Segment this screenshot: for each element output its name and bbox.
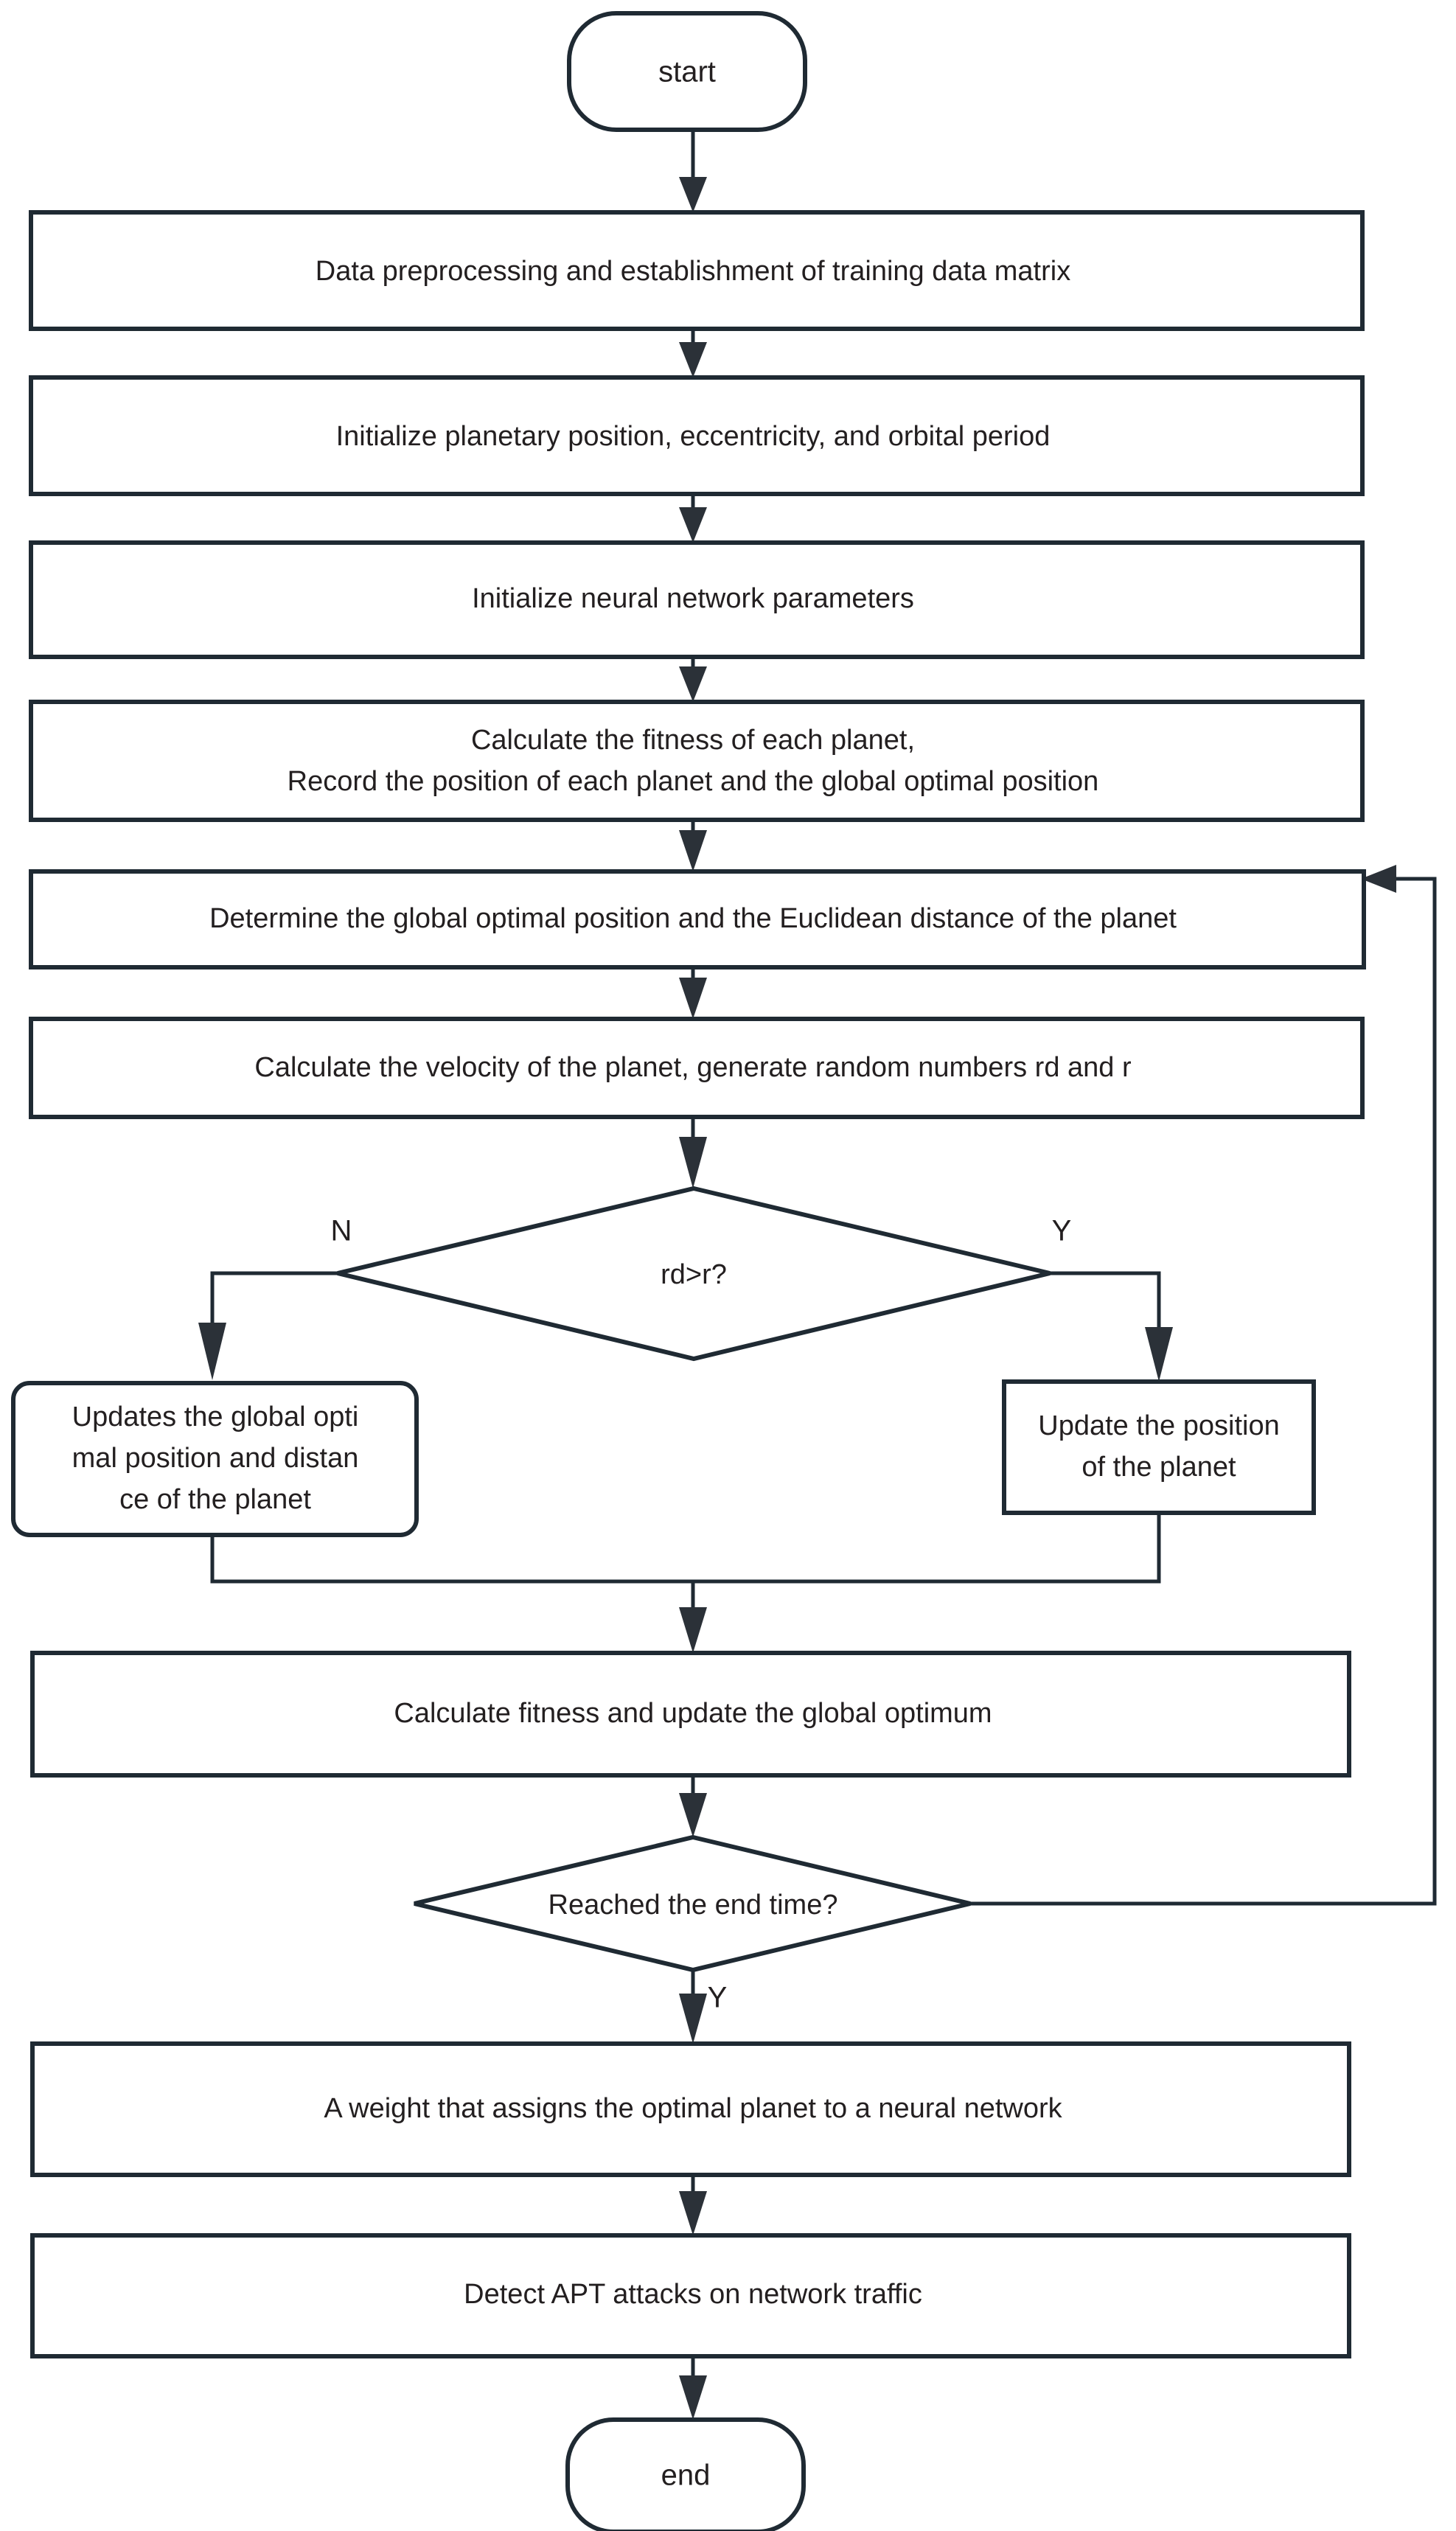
connector-calc-to-decision-end-time (679, 1775, 707, 1837)
node-decision-end-time[interactable]: Reached the end time? (414, 1834, 971, 1973)
connector-determine-to-velocity (679, 967, 707, 1019)
node-updates-global-line3: ce of the planet (119, 1484, 311, 1515)
node-start[interactable]: start (567, 11, 807, 132)
node-init-planetary[interactable]: Initialize planetary position, eccentric… (29, 375, 1365, 496)
connector-decision-rd-yes (1050, 1271, 1173, 1382)
connector-detect-to-end (679, 2356, 707, 2420)
node-detect-apt[interactable]: Detect APT attacks on network traffic (30, 2233, 1351, 2358)
connector-velocity-to-decision-rd (679, 1117, 707, 1188)
node-init-neural-network-label: Initialize neural network parameters (472, 583, 914, 614)
node-end[interactable]: end (565, 2417, 806, 2531)
node-assign-weight-label: A weight that assigns the optimal planet… (324, 2093, 1062, 2124)
connector-decision-end-time-yes (679, 1970, 707, 2044)
connector-start-to-preprocess (679, 130, 707, 212)
connector-preprocess-to-init-planet (679, 329, 707, 377)
edge-label-yes: Y (1052, 1215, 1072, 1247)
node-init-planetary-label: Initialize planetary position, eccentric… (336, 421, 1051, 452)
node-update-position-line1: Update the position (1038, 1410, 1279, 1441)
connector-branches-merge (210, 1513, 1161, 1653)
connector-feedback-loop (970, 865, 1437, 1906)
connector-decision-rd-no (198, 1271, 338, 1380)
connector-init-nn-to-fitness (679, 656, 707, 702)
node-calculate-velocity-label: Calculate the velocity of the planet, ge… (254, 1052, 1132, 1083)
node-decision-rd-label: rd>r? (661, 1259, 727, 1290)
node-end-label: end (661, 2459, 711, 2492)
node-calculate-fitness-update-optimum[interactable]: Calculate fitness and update the global … (30, 1651, 1351, 1778)
node-updates-global-line1: Updates the global opti (72, 1402, 359, 1432)
node-calculate-fitness-line1: Calculate the fitness of each planet, (471, 725, 915, 756)
node-calculate-fitness-update-label: Calculate fitness and update the global … (394, 1698, 992, 1729)
node-calculate-fitness-record[interactable]: Calculate the fitness of each planet, Re… (29, 700, 1365, 822)
node-update-position-line2: of the planet (1081, 1452, 1236, 1483)
node-updates-global-optimal[interactable]: Updates the global opti mal position and… (11, 1381, 419, 1537)
node-init-neural-network[interactable]: Initialize neural network parameters (29, 540, 1365, 659)
node-decision-rd-gt-r[interactable]: rd>r? (337, 1186, 1051, 1362)
node-preprocess[interactable]: Data preprocessing and establishment of … (29, 210, 1365, 331)
node-calculate-fitness-line2: Record the position of each planet and t… (288, 766, 1099, 797)
node-update-position[interactable]: Update the position of the planet (1002, 1379, 1316, 1515)
node-determine-global-optimal-label: Determine the global optimal position an… (209, 903, 1177, 934)
node-assign-weight[interactable]: A weight that assigns the optimal planet… (30, 2041, 1351, 2177)
node-updates-global-line2: mal position and distan (72, 1443, 359, 1474)
connector-init-planet-to-init-nn (679, 494, 707, 543)
node-calculate-velocity[interactable]: Calculate the velocity of the planet, ge… (29, 1017, 1365, 1119)
node-preprocess-label: Data preprocessing and establishment of … (316, 256, 1070, 287)
node-start-label: start (658, 56, 716, 88)
node-determine-global-optimal[interactable]: Determine the global optimal position an… (29, 869, 1366, 969)
edge-label-end-time-yes: Y (708, 1982, 728, 2014)
node-detect-apt-label: Detect APT attacks on network traffic (464, 2279, 922, 2310)
connector-assign-to-detect (679, 2175, 707, 2235)
edge-label-no: N (331, 1215, 352, 1247)
connector-fitness-to-determine (679, 820, 707, 871)
node-decision-end-time-label: Reached the end time? (548, 1890, 838, 1921)
